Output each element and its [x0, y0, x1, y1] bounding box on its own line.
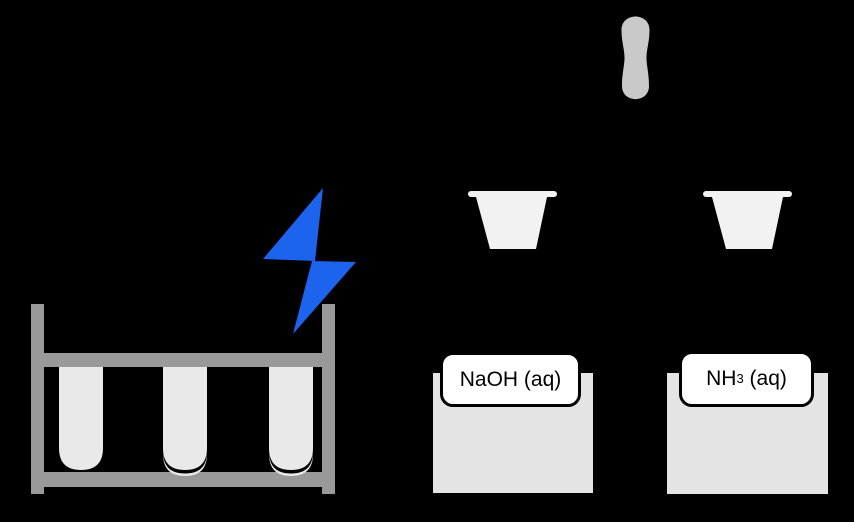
test-tube: [59, 367, 103, 470]
funnel-right-cone: [712, 197, 783, 249]
test-tube-body: [269, 367, 313, 470]
test-tube-rack: [31, 304, 335, 494]
beaker-label-naoh: NaOH (aq): [440, 352, 581, 407]
test-tube: [163, 367, 207, 476]
funnel-right-brim: [703, 191, 792, 197]
test-tube: [269, 367, 313, 476]
lightning-bolt-lower: [293, 261, 356, 334]
funnel-right: [703, 191, 792, 249]
beaker-label-nh3-text: NH: [706, 367, 737, 390]
beaker-label-nh3-state: (aq): [743, 367, 787, 390]
rack-top-rail: [43, 353, 323, 367]
rack-right-post: [322, 304, 335, 494]
lightning-bolt-icon: [263, 188, 356, 334]
funnel-left-brim: [468, 191, 557, 197]
rack-bottom-rail: [43, 472, 323, 487]
lightning-bolt-upper: [263, 188, 323, 261]
funnel-left: [468, 191, 557, 249]
funnel-left-cone: [476, 197, 547, 249]
test-tube-body: [163, 367, 207, 470]
rack-left-post: [31, 304, 44, 494]
pestle: [621, 16, 650, 100]
beaker-label-naoh-text: NaOH (aq): [459, 367, 562, 391]
